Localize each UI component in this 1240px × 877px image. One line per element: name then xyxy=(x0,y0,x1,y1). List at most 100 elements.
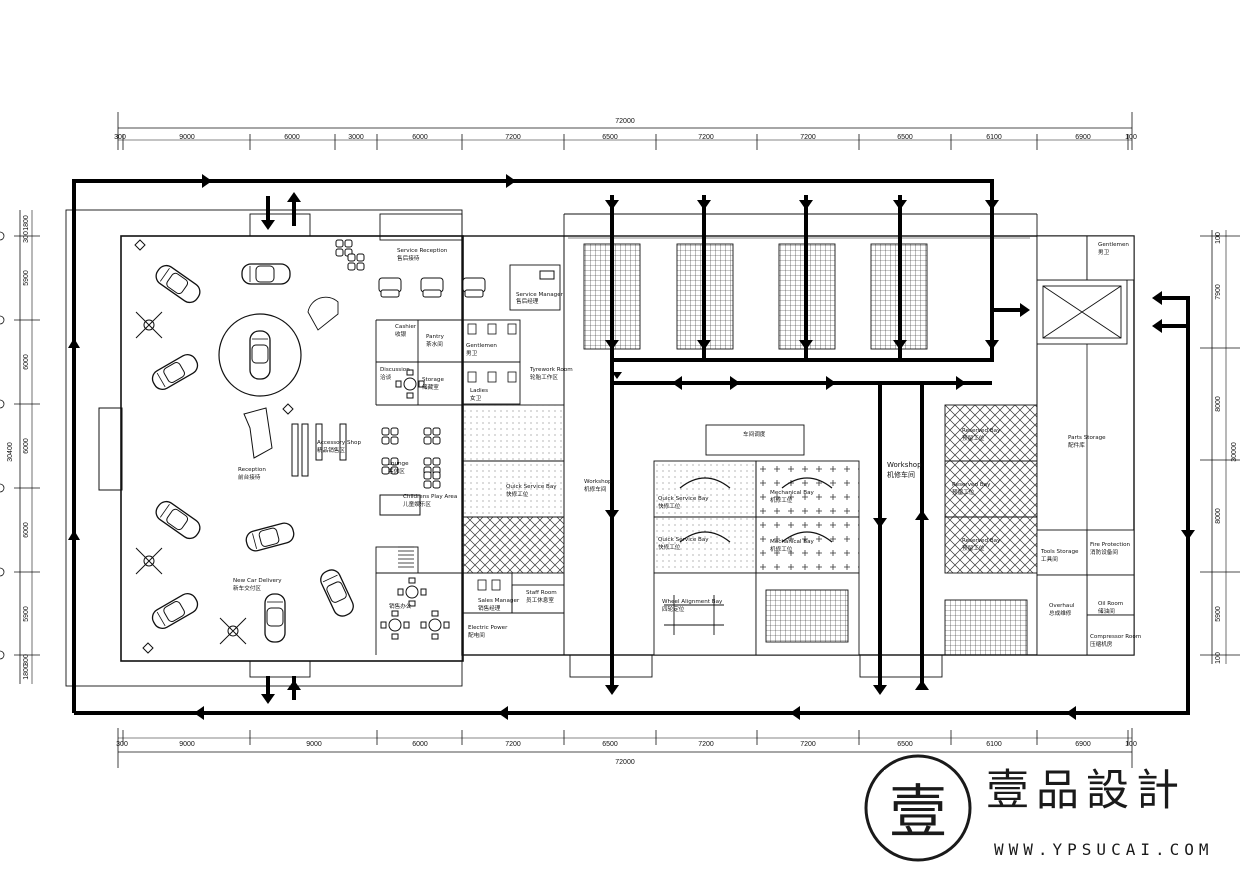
label-tyrework: Tyrework Room xyxy=(529,367,573,373)
label-pantry: Pantry xyxy=(426,334,445,340)
left-dimension-value: 300 xyxy=(23,654,30,666)
label-reserved-2-cn: 预留工位 xyxy=(952,488,975,496)
label-oil: Oil Room xyxy=(1098,601,1123,607)
label-reserved-1: Reserved Bay xyxy=(962,428,1001,434)
label-gentlemen: Gentlemen xyxy=(466,343,497,349)
label-lounge-cn: 客休区 xyxy=(388,467,405,475)
label-reserved-3-cn: 预留工位 xyxy=(962,544,985,552)
bottom-dimension-value: 6900 xyxy=(1075,741,1091,748)
showroom-furniture xyxy=(134,239,555,654)
left-total-dimension: 30400 xyxy=(7,442,14,462)
right-dimension-value: 100 xyxy=(1215,652,1222,664)
bottom-dimension-value: 7200 xyxy=(800,741,816,748)
top-dimension-value: 6500 xyxy=(897,134,913,141)
label-new-car-cn: 新车交付区 xyxy=(233,584,261,592)
label-storage-cn: 储藏室 xyxy=(422,383,439,391)
label-oil-cn: 储油间 xyxy=(1098,607,1115,615)
left-dimension-value: 5900 xyxy=(23,270,30,286)
bottom-dimension-value: 6500 xyxy=(602,741,618,748)
label-overhaul-cn: 总成维修 xyxy=(1049,609,1072,617)
label-quick-service-2: Quick Service Bay xyxy=(658,496,709,502)
label-workshop-big: Workshop xyxy=(887,461,922,469)
label-mechanical-2: Mechanical Bay xyxy=(770,539,815,545)
right-dimension-value: 8000 xyxy=(1215,508,1222,524)
room-labels: Service Reception 售后接待 Service Manager 售… xyxy=(233,242,1141,648)
label-pantry-cn: 茶水间 xyxy=(426,340,443,348)
left-dimension-value: 6000 xyxy=(23,522,30,538)
label-new-car: New Car Delivery xyxy=(233,578,282,584)
label-service-reception-cn: 售后接待 xyxy=(397,254,420,262)
bottom-dimension-value: 100 xyxy=(1125,741,1137,748)
bottom-dimension-value: 7200 xyxy=(505,741,521,748)
label-accessory: Accessory Shop xyxy=(317,440,361,446)
bottom-dimension-value: 6000 xyxy=(412,741,428,748)
label-compressor-cn: 压缩机房 xyxy=(1090,640,1113,648)
label-discussion-cn: 洽谈 xyxy=(380,373,392,381)
top-dimension-value: 7200 xyxy=(800,134,816,141)
bottom-dimension-value: 300 xyxy=(116,741,128,748)
top-dimension-value: 100 xyxy=(1125,134,1137,141)
bottom-dimension-value: 7200 xyxy=(698,741,714,748)
label-reserved-1-cn: 预留工位 xyxy=(962,434,985,442)
top-dimension-value: 6000 xyxy=(412,134,428,141)
brand-logo-icon: 壹 xyxy=(864,754,972,862)
label-electric: Electric Power xyxy=(468,625,508,631)
bottom-dimension-value: 9000 xyxy=(179,741,195,748)
right-dimension-value: 5900 xyxy=(1215,606,1222,622)
label-fire-cn: 消防设备间 xyxy=(1090,548,1118,556)
label-gentlemen-cn: 男卫 xyxy=(466,350,478,357)
label-cashier-cn: 收银 xyxy=(395,330,407,338)
label-compressor: Compressor Room xyxy=(1090,634,1141,640)
label-sales-office: 销售办公 xyxy=(389,602,412,610)
label-parts-cn: 配件库 xyxy=(1068,441,1085,449)
left-dimension-value: 1800 xyxy=(23,664,30,680)
label-service-reception: Service Reception xyxy=(397,248,448,254)
top-dimension-value: 6500 xyxy=(602,134,618,141)
label-accessory-cn: 精品销售区 xyxy=(317,446,345,454)
label-fire: Fire Protection xyxy=(1090,542,1131,548)
label-ladies-cn: 女卫 xyxy=(470,394,482,402)
label-parts: Parts Storage xyxy=(1068,435,1106,441)
right-dimension-value: 8000 xyxy=(1215,396,1222,412)
label-gentlemen-right: Gentlemen xyxy=(1098,242,1129,248)
label-quick-service-3: Quick Service Bay xyxy=(658,537,709,543)
left-dimension-value: 6000 xyxy=(23,438,30,454)
label-sales-manager: Sales Manager xyxy=(478,598,520,604)
top-dimension-value: 6100 xyxy=(986,134,1002,141)
left-dimension-value: 300 xyxy=(23,231,30,243)
label-quick-service: Quick Service Bay xyxy=(506,484,557,490)
label-sales-manager-cn: 销售经理 xyxy=(478,604,501,612)
label-staff-room-cn: 员工休息室 xyxy=(526,596,554,604)
top-dimension-value: 7200 xyxy=(698,134,714,141)
label-quick-service-3-cn: 快修工位 xyxy=(658,543,681,551)
top-dimension-value: 7200 xyxy=(505,134,521,141)
label-workshop-big-cn: 机修车间 xyxy=(887,470,915,479)
label-wheel-alignment-cn: 四轮定位 xyxy=(662,605,685,613)
label-tyrework-cn: 轮胎工作区 xyxy=(530,373,558,381)
label-reception-cn: 前台接待 xyxy=(238,473,261,481)
label-workshop-cn: 机修车间 xyxy=(584,485,607,493)
bottom-dimension-line: 72000 300 9000 9000 6000 7200 6500 7200 7200 650… xyxy=(116,728,1137,768)
label-reserved-3: Reserved Bay xyxy=(962,538,1001,544)
label-reserved-2: Reserved Bay xyxy=(952,482,991,488)
label-reception: Reception xyxy=(238,467,266,473)
circulation-route xyxy=(72,179,1190,715)
label-quick-service-2-cn: 快修工位 xyxy=(658,502,681,510)
route-arrows xyxy=(68,174,1195,720)
label-ladies: Ladies xyxy=(470,388,488,394)
label-cashier: Cashier xyxy=(395,324,417,330)
top-dimension-value: 6000 xyxy=(284,134,300,141)
brand-name: 壹品設計 xyxy=(986,766,1186,816)
bottom-dimension-value: 6500 xyxy=(897,741,913,748)
label-dispatch: 车间调度 xyxy=(743,430,766,438)
label-discussion: Discussion xyxy=(380,367,410,373)
workshop-bays xyxy=(461,235,1135,656)
label-service-manager: Service Manager xyxy=(516,292,564,298)
left-dimension-value: 6000 xyxy=(23,354,30,370)
bottom-dimension-value: 9000 xyxy=(306,741,322,748)
label-tools-cn: 工具间 xyxy=(1041,555,1058,563)
bottom-total-dimension: 72000 xyxy=(615,759,635,766)
top-dimension-value: 300 xyxy=(114,134,126,141)
